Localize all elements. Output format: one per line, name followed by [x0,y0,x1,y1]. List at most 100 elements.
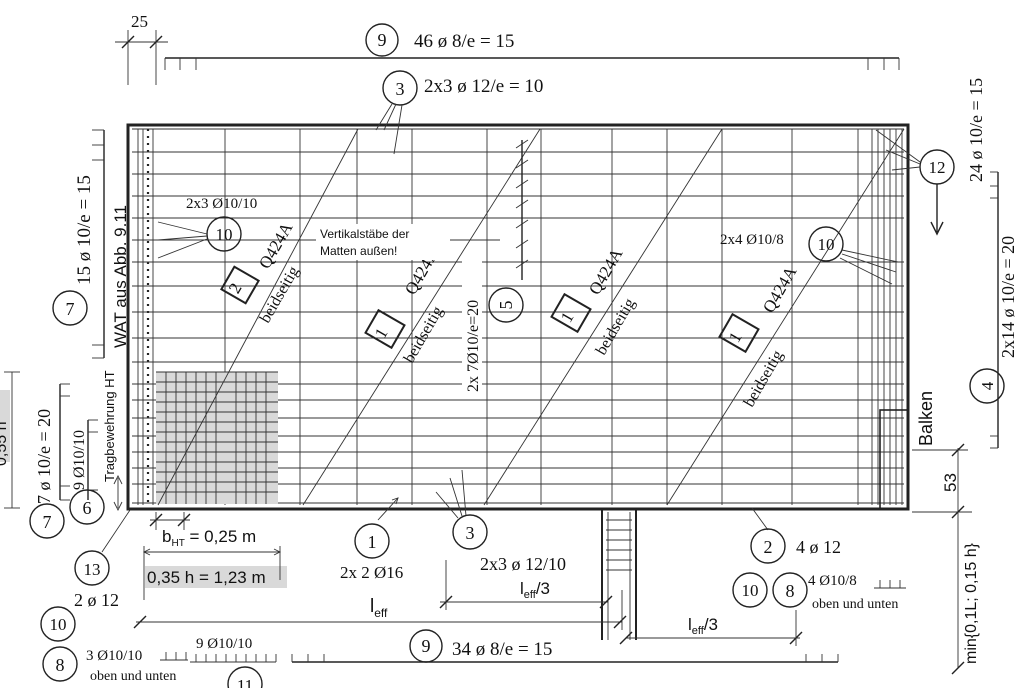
circle-1-label: 1 [368,532,377,552]
circle-7-lower [29,503,65,539]
circle-13-label: 13 [84,560,101,579]
note-line-2: Matten außen! [320,244,397,258]
dim-leff: leff [133,590,627,630]
circle-10-left-label: 10 [216,225,233,244]
bars-5-hooks [515,139,529,280]
support-zone-grid [156,371,278,504]
circle-4-label: 4 [978,381,997,390]
pos12: 12 [875,129,955,236]
wall-outline [126,123,910,511]
right-bars: 24 ø 10/e = 15 2x14 ø 10/e = 20 4 [966,78,1017,449]
bars-3-bottom-label: 2x3 ø 12/10 [480,554,566,574]
mat-1c-side: beidseitig [741,348,787,410]
dim-25: 25 [115,12,168,85]
circle-2 [750,528,786,564]
mat-1c-type: Q424A [759,263,801,316]
dim-25-label: 25 [131,12,148,31]
bars-6-label: 9 Ø10/10 [71,430,88,490]
right-bars-24-label: 24 ø 10/e = 15 [966,78,986,182]
top-bars-label: 46 ø 8/e = 15 [414,31,514,52]
bars-2-label: 4 ø 12 [796,537,841,557]
note-line-1: Vertikalstäbe der [320,227,409,241]
bars-1-label: 2x 2 Ø16 [340,563,403,582]
circle-2-label: 2 [764,537,773,557]
leff3-left-main: l [520,579,524,598]
circle-8-left-label: 8 [56,655,65,675]
left-edge-bars [137,129,154,505]
circle-1 [354,523,390,559]
vertical-bars [224,129,859,505]
circle-4 [969,368,1005,404]
circle-7-upper-label: 7 [66,299,75,319]
bars-2: 2 4 ø 12 [750,507,841,564]
circle-13 [74,550,110,586]
circle-3-top [382,70,418,106]
circle-8-left [42,646,78,682]
circle-5 [488,287,524,323]
h035-label: 0,35 h = 1,23 m [147,568,266,587]
leff3-left-tail: /3 [536,579,550,598]
circle-5-label: 5 [496,301,516,310]
dim-bht: bHT = 0,25 m [149,512,256,549]
mat-2-type: Q424A [255,219,297,272]
bht-value: = 0,25 m [185,527,256,546]
mat-1a: 1 Q424A beidseitig [364,245,447,366]
bars-3-top-label: 2x3 ø 12/e = 10 [424,76,543,97]
wat-ref-label: WAT aus Abb. 9.11 [111,205,130,348]
circle-6-label: 6 [83,498,92,518]
circle-6 [69,489,105,525]
balken-label: Balken [916,391,936,446]
leff3-right-label: leff/3 [688,615,718,637]
circle-13-group: 13 [74,509,131,586]
h-cut-label: 0,55 h [0,422,10,466]
bars-8-right-label: 4 Ø10/8 [808,573,857,589]
bottom-bars-9-label: 34 ø 8/e = 15 [452,639,552,660]
leff3-right-tail: /3 [704,615,718,634]
dim-53: 53 min{0,1L; 0,15 h} [912,443,980,675]
circle-10-right-label: 10 [818,235,835,254]
bars-5-label: 2x 7Ø10/e=20 [465,300,482,392]
left-bars-7-upper: 15 ø 10/e = 15 WAT aus Abb. 9.11 7 [52,129,130,359]
dim-leff3-left: leff/3 [439,560,613,610]
circle-9-top [365,23,399,57]
circle-10-bottom-right-label: 10 [742,581,759,600]
leff3-right-sub: eff [692,625,705,637]
circle-3-bottom [452,514,488,550]
circle-7-upper [52,290,88,326]
leff-main: l [370,596,374,617]
circle-10-bottom-left [40,606,76,642]
circle-11 [227,666,263,688]
bars-8-left: 8 3 Ø10/10 oben und unten [42,646,188,684]
circle-10-bottom-left-label: 10 [50,615,67,634]
bars-2phi12-label: 2 ø 12 [74,590,119,610]
mat-2-side: beidseitig [257,264,303,326]
tragbewehrung-label: Tragbewehrung HT [102,370,117,482]
oben-unten-left-label: oben und unten [90,669,176,684]
bht-main: b [162,527,171,546]
leff-sub: eff [374,606,388,620]
bars-3-top: 3 2x3 ø 12/e = 10 [375,70,543,155]
mat-1c-number: 1 [725,329,746,346]
circle-11-label: 11 [237,676,253,688]
bars-1: 1 2x 2 Ø16 [340,497,403,582]
leff3-left-label: leff/3 [520,579,550,601]
circle-9-bottom [409,629,443,663]
bars-8-right: 10 8 4 Ø10/8 oben und unten [732,572,906,612]
bars-3-bottom: 3 2x3 ø 12/10 [435,469,566,574]
bars-6: 9 Ø10/10 6 [69,419,105,525]
mat-1b: 1 Q424A beidseitig [550,245,639,358]
pos10-right-label: 2x4 Ø10/8 [720,232,784,248]
dim-035h: 0,35 h = 1,23 m [142,546,287,600]
pos10-left: 2x3 Ø10/10 10 [157,196,257,259]
mat-1b-number: 1 [557,309,578,326]
mat-2: 2 Q424A beidseitig [220,219,303,326]
leff3-left-sub: eff [524,589,537,601]
circle-3-bottom-label: 3 [466,523,475,543]
circle-9-bottom-label: 9 [422,636,431,656]
left-bars-7-label: 7 ø 10/e = 20 [34,409,54,504]
pos10-left-label: 2x3 Ø10/10 [186,196,257,212]
bars-2phi12-left: 2 ø 12 10 [40,590,119,642]
bars-8-left-label: 3 Ø10/10 [86,648,142,664]
bht-subscript: HT [171,538,184,549]
